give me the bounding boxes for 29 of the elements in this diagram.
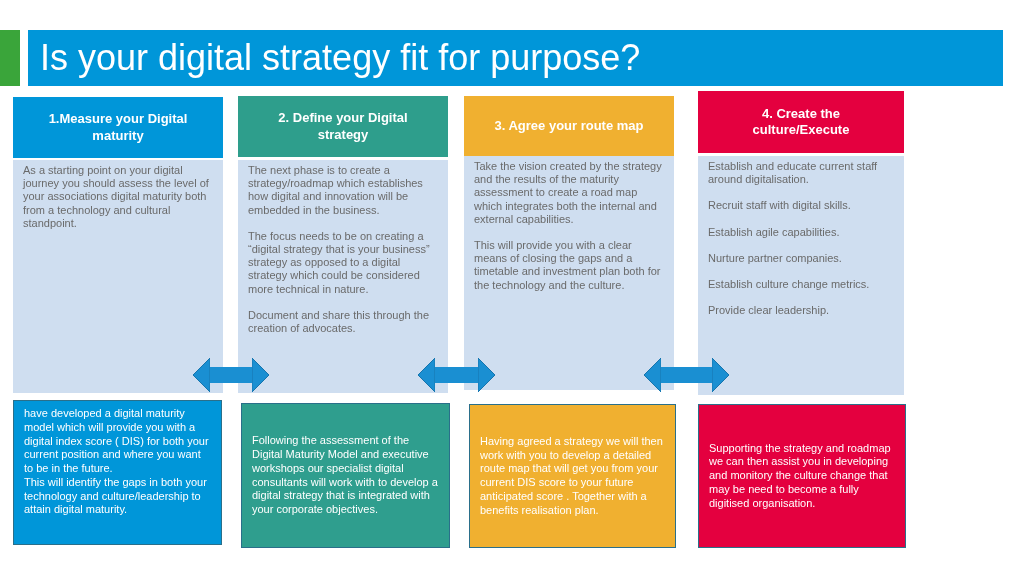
description-text: Recruit staff with digital skills. xyxy=(708,199,852,213)
slide-title: Is your digital strategy fit for purpose? xyxy=(28,30,1003,86)
description-text: This will provide you with a clear means of closing the gaps and a timetable and investment plan both for the technology and the culture. xyxy=(474,238,662,292)
description-text: have developed a digital maturity model which will provide you with a digital index score ( DIS) for both your current position and where you want to be in the future. xyxy=(24,407,210,476)
description-text: Take the vision created by the strategy and the results of the maturity assessment to create a road map which integrates both the internal and external capabilities. xyxy=(474,160,663,226)
step-header: 4. Create the culture/Execute xyxy=(698,91,904,153)
description-text: The focus needs to be on creating a “digital strategy that is your business” strategy as opposed to a digital strategy which could be considered more technical in nature. xyxy=(248,229,431,296)
card-background xyxy=(13,160,223,393)
description-text: Provide clear leadership. xyxy=(708,304,831,318)
description-text: Following the assessment of the Digital Maturity Model and executive workshops our specialist digital consultants will work with to develop a digital strategy that is integrated with your corporate objectives. xyxy=(252,434,439,517)
card-background xyxy=(13,400,222,545)
description-text: Supporting the strategy and roadmap we can then assist you in developing and monitory the culture change that may be need to become a fully digitised organisation. xyxy=(709,441,892,511)
card-background xyxy=(241,403,450,548)
step-header: 2. Define your Digital strategy xyxy=(238,96,448,157)
card-background xyxy=(238,160,448,393)
step-header: 1.Measure your Digital maturity xyxy=(13,97,223,158)
description-text: Establish culture change metrics. xyxy=(708,277,871,292)
card-background xyxy=(469,404,676,548)
step-header: 3. Agree your route map xyxy=(464,96,674,156)
card-background xyxy=(698,404,906,548)
description-text: Having agreed a strategy we will then work with you to develop a detailed route map that will get you from your current DIS score to your future anticipated score . Together with a benefits realisation plan. xyxy=(480,434,664,518)
description-text: Document and share this through the creation of advocates. xyxy=(248,308,430,336)
description-text: This will identify the gaps in both your technology and culture/leadership to attain digital maturity. xyxy=(24,475,208,517)
card-background xyxy=(698,156,904,395)
description-text: The next phase is to create a strategy/roadmap which establishes how digital and innovation will be embedded in the business. xyxy=(248,164,424,217)
description-text: As a starting point on your digital journey you should assess the level of your associations digital maturity both from a technology and cultural standpoint. xyxy=(23,164,210,230)
description-text: Establish and educate current staff around digitalisation. xyxy=(708,160,879,187)
description-text: Nurture partner companies. xyxy=(708,251,843,265)
description-text: Establish agile capabilities. xyxy=(708,225,841,239)
